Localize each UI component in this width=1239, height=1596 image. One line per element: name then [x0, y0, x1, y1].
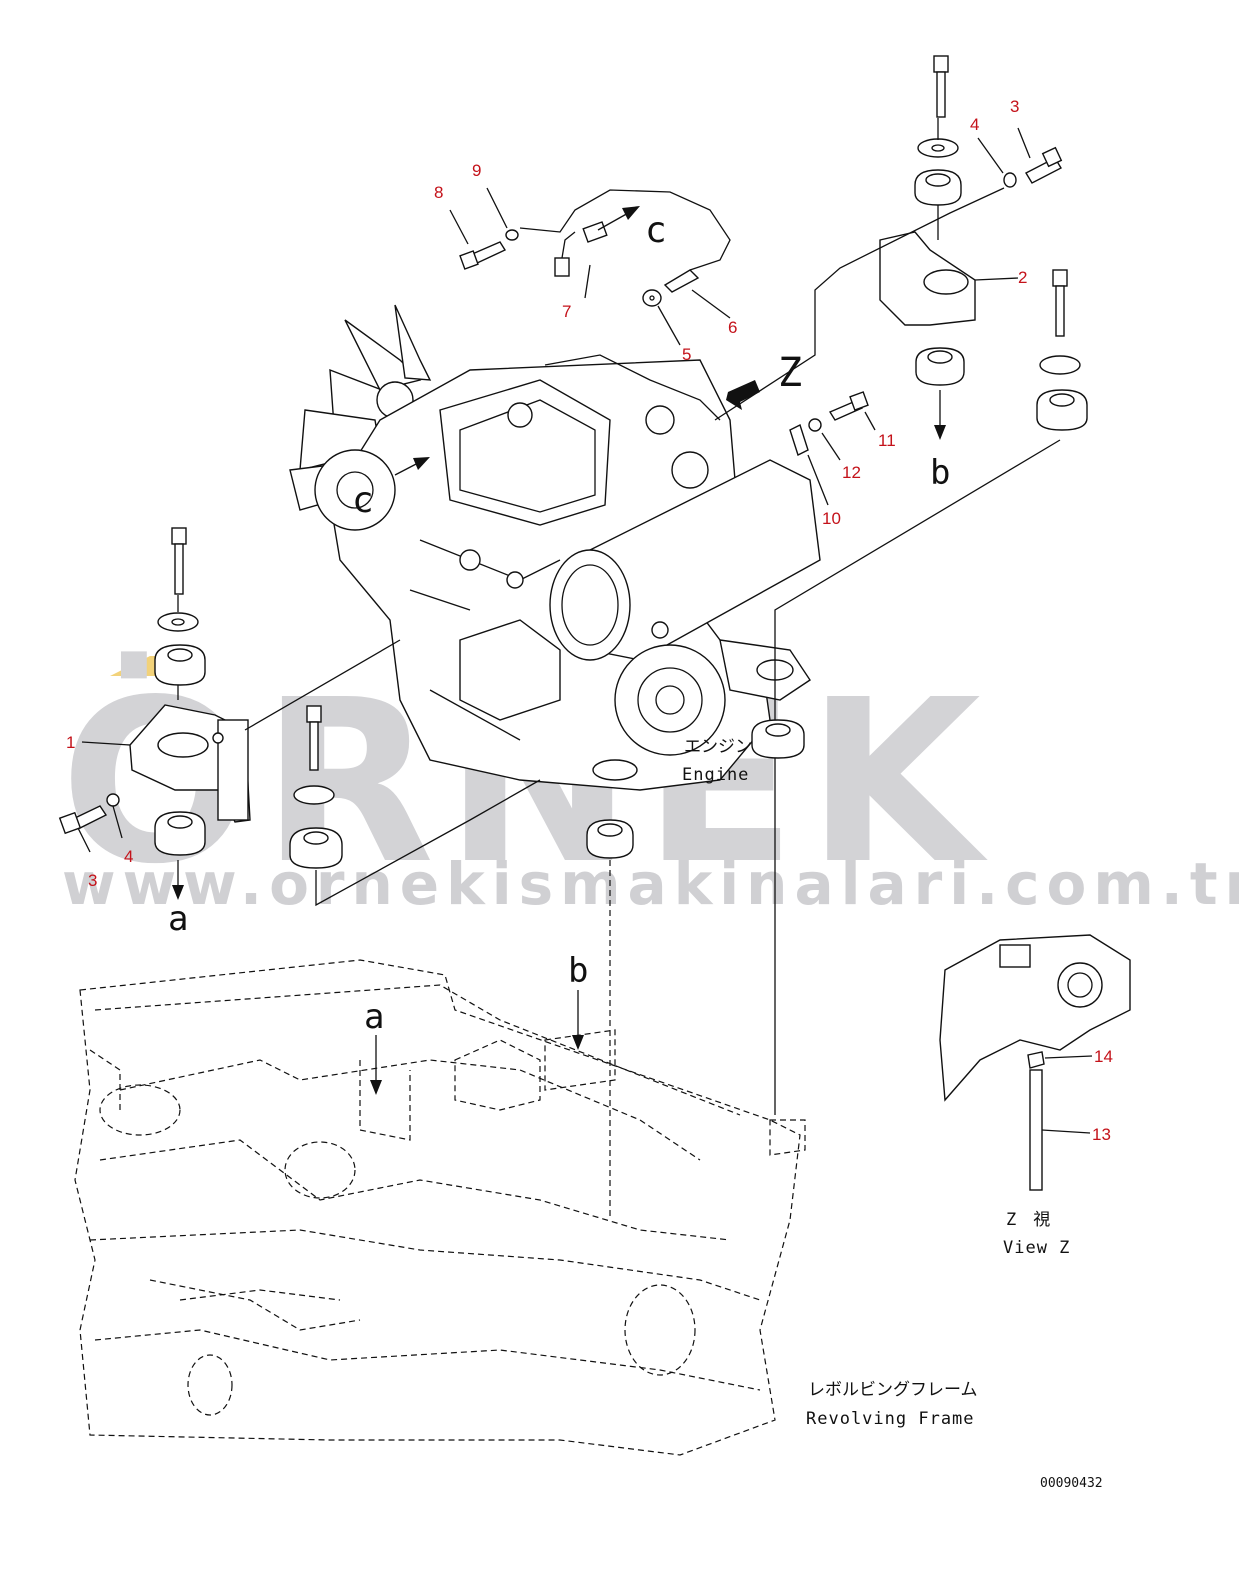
reference-letters: Z c c b b a a: [168, 210, 950, 1037]
letter-a-frame: a: [364, 997, 384, 1037]
letter-b-mount: b: [930, 453, 950, 493]
watermark-url: www.ornekismakinalari.com.tr: [62, 850, 1239, 918]
view-z-label-jp: Z 視: [1006, 1210, 1050, 1230]
letter-a-mount: a: [168, 899, 188, 939]
engine-label-en: Engine: [682, 765, 749, 785]
frame-label-jp: レボルビングフレーム: [808, 1380, 978, 1400]
revolving-frame-drawing: [74, 959, 806, 1456]
callout-13: 13: [1092, 1125, 1111, 1144]
callout-10: 10: [822, 509, 841, 528]
callout-3-left: 3: [88, 871, 97, 890]
callout-leaders: [77, 127, 1031, 853]
callout-8: 8: [434, 183, 443, 202]
sensor-assembly: [459, 189, 731, 307]
letter-c-engine: c: [352, 480, 374, 521]
frame-label-en: Revolving Frame: [806, 1409, 975, 1429]
callout-12: 12: [842, 463, 861, 482]
callout-11: 11: [878, 431, 896, 450]
callout-4-left: 4: [124, 847, 133, 866]
callout-numbers: 1 2 3 3 4 4 5 6 7 8 9 10 11 12 13 14: [66, 97, 1113, 1144]
letter-c-top: c: [645, 210, 667, 251]
callout-6: 6: [728, 318, 737, 337]
view-z-label-en: View Z: [1003, 1238, 1070, 1258]
right-mount-assembly: [714, 55, 1063, 440]
callout-2: 2: [1018, 268, 1027, 287]
connector: [554, 257, 570, 277]
drawing-number: 00090432: [1040, 1476, 1103, 1491]
engine-label-jp: エンジン: [684, 737, 752, 757]
callout-7: 7: [562, 302, 571, 321]
labels: エンジン Engine Z 視 View Z レボルビングフレーム Revolv…: [682, 737, 1103, 1491]
callout-5: 5: [682, 345, 691, 364]
callout-9: 9: [472, 161, 481, 180]
clip-assembly: [789, 391, 869, 456]
left-mount-assembly: [58, 527, 401, 900]
letter-b-frame: b: [568, 951, 588, 991]
letter-z: Z: [778, 350, 802, 396]
far-right-mount: [774, 269, 1088, 1115]
view-z-detail: [939, 934, 1131, 1191]
callout-4-top: 4: [970, 115, 979, 134]
callout-1: 1: [66, 733, 75, 752]
callout-14: 14: [1094, 1047, 1113, 1066]
center-mounts: [289, 206, 805, 1220]
callout-3-top: 3: [1010, 97, 1019, 116]
